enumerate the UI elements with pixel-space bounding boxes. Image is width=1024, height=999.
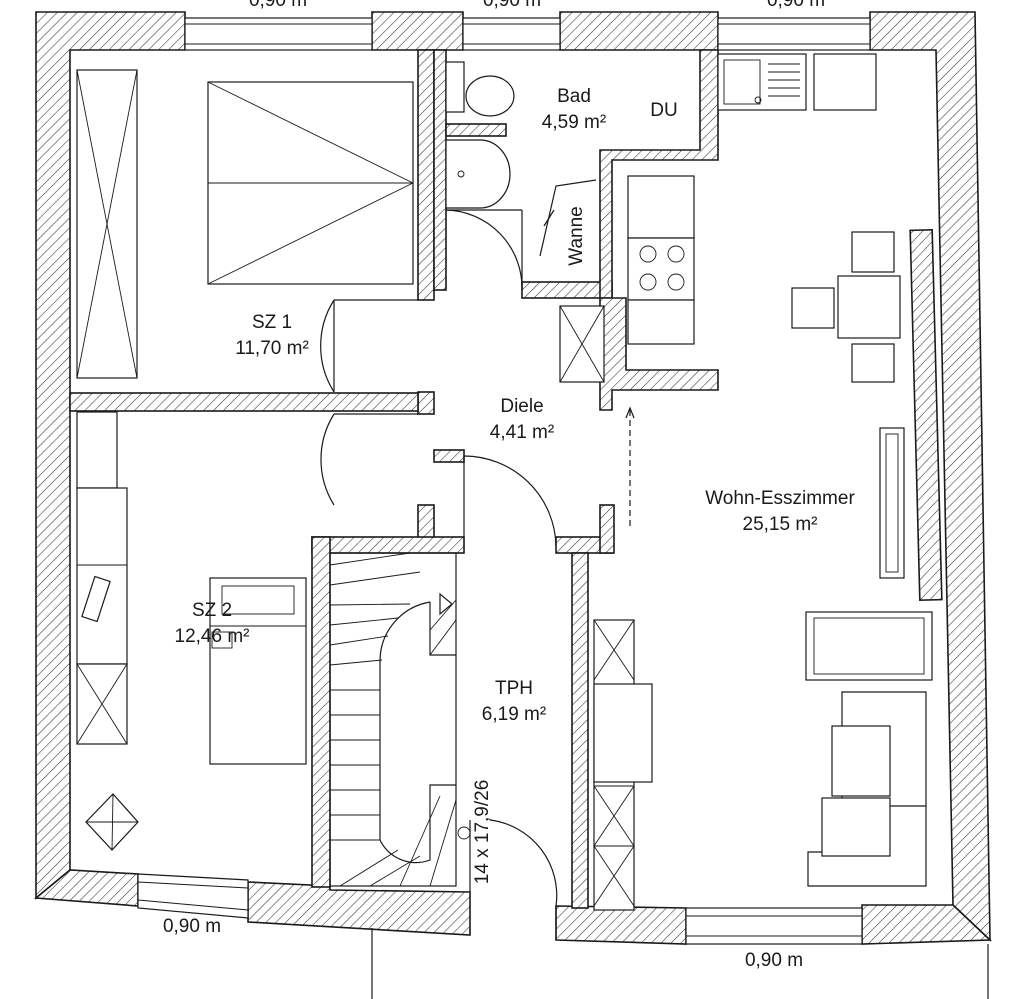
stove xyxy=(627,237,695,301)
wall-tph-right-stub xyxy=(599,504,615,554)
sz1-furniture xyxy=(76,69,414,379)
desk-sz2 xyxy=(76,487,128,665)
wall-tph-top-left xyxy=(311,536,465,554)
wall-bad-bottom xyxy=(521,281,613,299)
stair-outline xyxy=(329,552,457,887)
wall-top-mid xyxy=(371,11,464,51)
door-tph xyxy=(463,455,557,547)
chair-sz2 xyxy=(81,575,111,623)
chair-top xyxy=(851,231,895,273)
sink xyxy=(717,53,807,111)
sofa-cushion-2 xyxy=(821,797,891,857)
room-label-wohn: Wohn-Esszimmer xyxy=(705,488,855,509)
wall-bottom-right1 xyxy=(555,905,687,945)
window-top-right xyxy=(717,17,871,51)
doors xyxy=(320,209,635,940)
toilet-bowl xyxy=(465,75,515,117)
stair-arrow xyxy=(439,592,453,616)
room-label-sz2: SZ 2 xyxy=(192,600,232,621)
window-top-center xyxy=(462,17,561,51)
wall-tph-wohn xyxy=(571,552,589,909)
tub-label: Wanne xyxy=(566,206,587,266)
wall-top-mid2 xyxy=(559,11,719,51)
labels: SZ 1 11,70 m² Bad 4,59 m² DU Wanne Diele… xyxy=(163,0,855,971)
dining-table xyxy=(837,275,901,339)
nightstand-sz2 xyxy=(211,631,233,649)
window-bottom-left xyxy=(137,873,249,919)
chair-bottom xyxy=(851,343,895,383)
chair-left xyxy=(791,287,835,329)
staircase xyxy=(329,552,471,887)
wall-bad-left xyxy=(433,49,447,291)
wall-sz2-tph xyxy=(311,536,331,888)
window-top-left xyxy=(184,17,373,51)
wall-diele-tph xyxy=(433,449,465,463)
bed-sz2 xyxy=(209,577,307,765)
window-label-top-left: 0,90 m xyxy=(249,0,307,11)
dining xyxy=(791,231,905,579)
wall-sz1-sz2 xyxy=(69,392,419,412)
door-sz1 xyxy=(320,299,418,393)
kitchen xyxy=(559,53,877,383)
window-label-bottom-right: 0,90 m xyxy=(745,950,803,971)
wall-sz1-diele-low xyxy=(417,391,435,415)
cabinet-sz2 xyxy=(76,411,118,489)
shower-label: DU xyxy=(650,100,677,121)
window-bottom-right xyxy=(685,907,863,945)
windows xyxy=(137,17,871,945)
counter-b xyxy=(627,299,695,345)
wall-sz1-diele xyxy=(417,49,435,301)
window-label-bottom-left: 0,90 m xyxy=(163,916,221,937)
sz2-furniture xyxy=(76,411,307,851)
room-area-wohn: 25,15 m² xyxy=(743,514,818,535)
living xyxy=(593,611,933,911)
interior-walls xyxy=(69,49,943,909)
sideboard xyxy=(879,427,905,579)
room-area-bad: 4,59 m² xyxy=(542,112,606,133)
room-label-bad: Bad xyxy=(557,86,591,107)
counter-a xyxy=(627,175,695,239)
wall-bad-shelf xyxy=(445,123,507,137)
stair-start-circle xyxy=(457,826,471,840)
window-label-top-center: 0,90 m xyxy=(483,0,541,11)
toilet-tank xyxy=(445,61,465,113)
sofa-cushion-1 xyxy=(831,725,891,797)
wall-bottom-mid xyxy=(247,881,471,936)
bad-fixtures xyxy=(445,61,597,257)
wall-wohn-right-strip xyxy=(909,228,943,602)
tv-bench xyxy=(805,611,933,681)
room-label-tph: TPH xyxy=(495,678,533,699)
room-label-sz1: SZ 1 xyxy=(252,312,292,333)
desk-wohn xyxy=(593,683,653,783)
room-area-diele: 4,41 m² xyxy=(490,422,554,443)
washbasin xyxy=(445,139,511,209)
room-area-sz1: 11,70 m² xyxy=(235,338,309,359)
opening-wohn xyxy=(625,406,635,530)
room-label-diele: Diele xyxy=(500,396,543,417)
door-bad xyxy=(445,209,523,291)
dishwasher xyxy=(813,53,877,111)
window-label-top-right: 0,90 m xyxy=(767,0,825,11)
room-area-sz2: 12,46 m² xyxy=(175,626,250,647)
door-sz2 xyxy=(320,413,418,506)
stair-spec: 14 x 17,9/26 xyxy=(472,780,493,885)
outer-walls xyxy=(33,11,992,945)
stair-inner xyxy=(379,601,456,864)
room-area-tph: 6,19 m² xyxy=(482,704,546,725)
bathtub-curtain xyxy=(539,179,597,257)
